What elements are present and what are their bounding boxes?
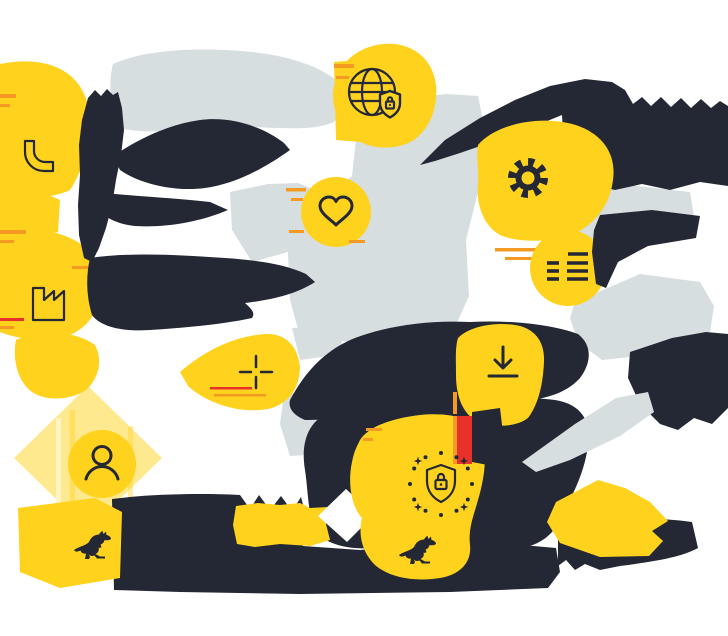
- list-icon: [547, 252, 588, 281]
- list-blob: [530, 230, 606, 306]
- globe-lock-icon: [347, 67, 402, 119]
- navy-band-topleft: [78, 89, 124, 262]
- yellow-band-bottom: [233, 503, 330, 547]
- grey-diag-bottomright: [522, 392, 654, 472]
- star-ring: [408, 451, 474, 517]
- factory-icon: [31, 286, 66, 322]
- kangaroo-left-blob: [18, 498, 122, 588]
- shield-blob: [350, 408, 505, 580]
- crosshair-icon: [238, 354, 274, 390]
- person-icon: [84, 445, 120, 481]
- navy-arm-right: [592, 210, 700, 288]
- phone-blob: [0, 61, 90, 198]
- yellow-blob-bottomright: [547, 480, 668, 557]
- gear-icon: [508, 158, 548, 198]
- navy-fish-blob: [113, 119, 290, 190]
- download-icon: [487, 345, 519, 378]
- navy-diag-right: [628, 332, 728, 430]
- yellow-left-column: [0, 61, 102, 399]
- shield-stars-icon: [408, 451, 474, 517]
- kangaroo-icon-left: [74, 531, 111, 559]
- heart-blob: [286, 177, 371, 247]
- kangaroo-icon-center: [399, 536, 436, 564]
- left-small-blob: [14, 332, 100, 399]
- navy-mass-left: [87, 254, 315, 331]
- phone-icon: [23, 139, 55, 173]
- navy-band-under-fish: [95, 192, 228, 227]
- grey-blob-top: [110, 49, 341, 132]
- heart-icon: [318, 195, 354, 227]
- red-stripe: [457, 416, 472, 464]
- factory-blob: [0, 229, 102, 340]
